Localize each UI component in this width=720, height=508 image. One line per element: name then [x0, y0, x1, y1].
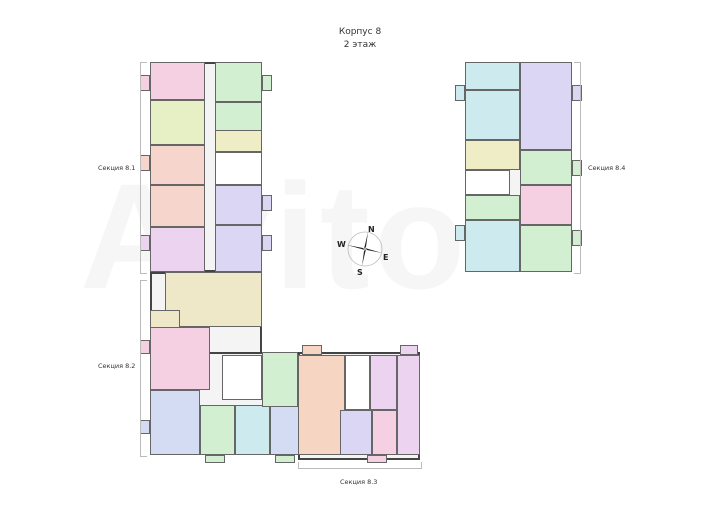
- section-8-3-bracket: [298, 462, 422, 469]
- apartment: [340, 410, 372, 455]
- apartment: [298, 355, 345, 455]
- apartment: [520, 150, 572, 185]
- staircase: [215, 152, 262, 185]
- balcony: [205, 455, 225, 463]
- balcony: [572, 85, 582, 101]
- balcony: [275, 455, 295, 463]
- compass-w: W: [337, 240, 346, 249]
- apartment: [150, 100, 205, 145]
- apartment: [215, 62, 262, 102]
- balcony: [262, 235, 272, 251]
- apartment: [262, 352, 298, 407]
- staircase: [222, 355, 262, 400]
- compass-e: E: [383, 253, 388, 262]
- apartment: [215, 225, 262, 272]
- compass-n: N: [368, 225, 375, 234]
- apartment: [150, 227, 205, 272]
- building-title: Корпус 8: [338, 27, 382, 37]
- apartment: [465, 90, 520, 140]
- section-8-1-bracket: [140, 62, 147, 274]
- apartment: [150, 327, 210, 390]
- apartment: [465, 140, 520, 170]
- apartment: [235, 405, 270, 455]
- apartment: [372, 410, 397, 455]
- balcony: [400, 345, 418, 355]
- balcony: [367, 455, 387, 463]
- balcony: [262, 75, 272, 91]
- apartment: [270, 405, 300, 455]
- balcony: [455, 225, 465, 241]
- compass-rose-icon: N S E W: [337, 225, 388, 277]
- balcony: [302, 345, 322, 355]
- apartment: [165, 272, 262, 327]
- apartment: [520, 185, 572, 225]
- staircase: [345, 355, 370, 410]
- floor-title: 2 этаж: [343, 40, 377, 50]
- apartment: [215, 130, 262, 152]
- section-8-2-bracket: [140, 280, 147, 457]
- apartment: [520, 62, 572, 150]
- apartment: [150, 62, 205, 100]
- watermark: Avito: [80, 150, 469, 323]
- apartment: [520, 225, 572, 272]
- apartment: [150, 185, 205, 227]
- apartment: [150, 390, 200, 455]
- apartment: [200, 405, 235, 455]
- section-label-8-3: Секция 8.3: [340, 478, 378, 486]
- balcony: [262, 195, 272, 211]
- balcony: [572, 230, 582, 246]
- apartment: [150, 145, 205, 185]
- compass-s: S: [357, 268, 363, 277]
- apartment: [465, 62, 520, 90]
- balcony: [572, 160, 582, 176]
- apartment: [397, 355, 420, 455]
- section-label-8-4: Секция 8.4: [588, 164, 626, 172]
- section-label-8-1: Секция 8.1: [98, 164, 136, 172]
- section-label-8-2: Секция 8.2: [98, 362, 136, 370]
- staircase: [465, 170, 510, 195]
- section-8-4-bracket: [574, 62, 581, 274]
- apartment: [215, 185, 262, 225]
- apartment: [370, 355, 397, 410]
- apartment: [465, 220, 520, 272]
- balcony: [455, 85, 465, 101]
- apartment: [465, 195, 520, 220]
